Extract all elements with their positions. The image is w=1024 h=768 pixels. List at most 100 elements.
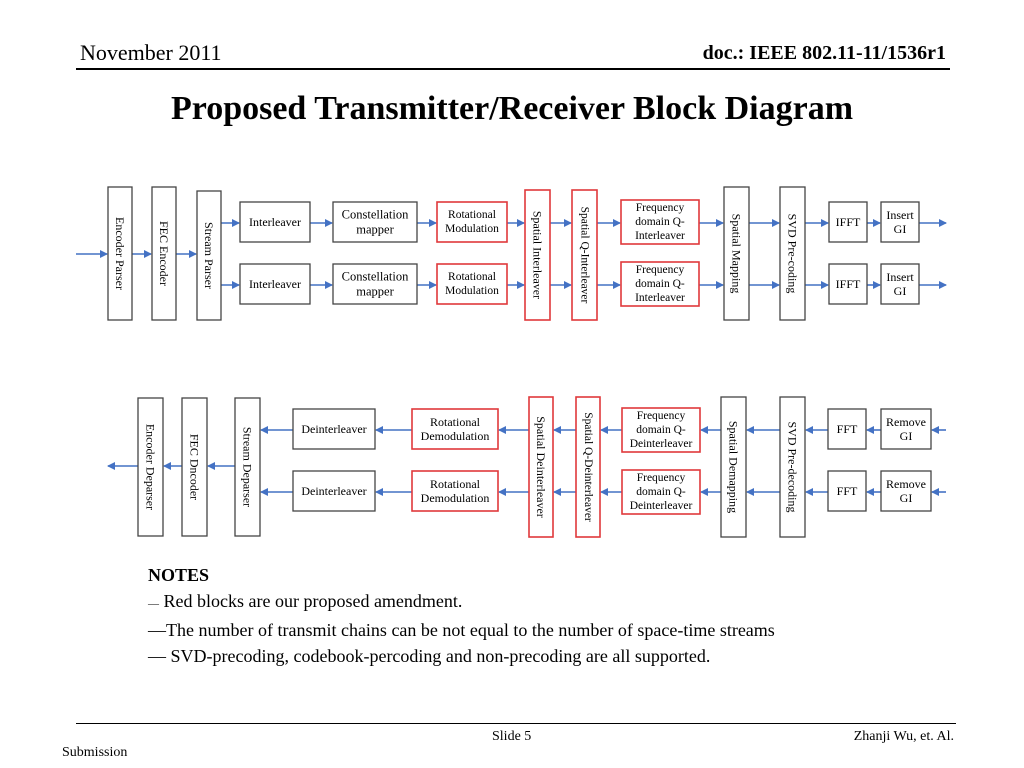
rx-svd-predecoding-box	[779, 396, 806, 538]
slide-title: Proposed Transmitter/Receiver Block Diag…	[170, 90, 854, 127]
tx-encoder-parser: Encoder Parser	[107, 186, 133, 321]
tx-stream-parser-label: Stream Parser	[202, 222, 216, 289]
rx-fft-2-box	[827, 470, 867, 512]
tx-insert-gi-1-label-line: Insert	[886, 208, 914, 222]
rx-spatial-deinterleaver-box	[528, 396, 554, 538]
tx-rotational-modulation-1-label-line: Modulation	[445, 223, 499, 235]
rx-rotational-demodulation-2-label-line: Demodulation	[421, 491, 490, 505]
tx-interleaver-1-box	[239, 201, 311, 243]
tx-interleaver-1-label-line: Interleaver	[249, 215, 301, 229]
tx-constellation-mapper-2-label-line: Constellation	[342, 270, 409, 284]
tx-insert-gi-1-box	[880, 201, 920, 243]
rx-remove-gi-2-label-line: Remove	[886, 477, 926, 491]
tx-spatial-q-interleaver-box	[571, 189, 598, 321]
tx-spatial-q-interleaver: Spatial Q-Interleaver	[571, 189, 598, 321]
rx-fft-2: FFT	[827, 470, 867, 512]
tx-ifft-2-label-line: IFFT	[836, 277, 861, 291]
footer-rule	[76, 723, 956, 724]
tx-ifft-2: IFFT	[828, 263, 868, 305]
footer-slide-number: Slide 5	[492, 729, 532, 744]
tx-ifft-1-label-line: IFFT	[836, 215, 861, 229]
tx-frequency-q-interleaver-1-label-line: domain Q-	[635, 216, 685, 228]
notes-line-3: — SVD-precoding, codebook-percoding and …	[148, 646, 711, 666]
tx-interleaver-1: Interleaver	[239, 201, 311, 243]
tx-frequency-q-interleaver-2-label-line: domain Q-	[635, 278, 685, 290]
tx-rotational-modulation-1-box	[436, 201, 508, 243]
footer-author: Zhanji Wu, et. Al.	[853, 729, 954, 744]
rx-deinterleaver-2-box	[292, 470, 376, 512]
rx-spatial-demapping-box	[720, 396, 747, 538]
tx-insert-gi-2-label-line: Insert	[886, 270, 914, 284]
tx-rotational-modulation-1-label-line: Rotational	[448, 209, 496, 221]
rx-svd-predecoding-label: SVD Pre-decoding	[786, 422, 800, 513]
rx-remove-gi-1-label-line: GI	[900, 429, 913, 443]
tx-ifft-1-box	[828, 201, 868, 243]
tx-interleaver-2: Interleaver	[239, 263, 311, 305]
notes-line-1: — Red blocks are our proposed amendment.	[148, 588, 908, 617]
rx-deinterleaver-1-box	[292, 408, 376, 450]
header-date: November 2011	[80, 40, 222, 65]
tx-rotational-modulation-2-box	[436, 263, 508, 305]
notes-dash: —	[148, 598, 159, 610]
tx-spatial-mapping-box	[723, 186, 750, 321]
rx-rotational-demodulation-1-label-line: Rotational	[430, 415, 481, 429]
tx-fec-encoder-label: FEC Encoder	[157, 221, 171, 286]
tx-spatial-interleaver-label: Spatial Interleaver	[531, 211, 545, 299]
tx-insert-gi-2-label-line: GI	[894, 284, 907, 298]
rx-rotational-demodulation-1-label-line: Demodulation	[421, 429, 490, 443]
tx-spatial-q-interleaver-label: Spatial Q-Interleaver	[579, 207, 591, 304]
tx-svd-precoding-label: SVD Pre-coding	[786, 214, 800, 294]
rx-remove-gi-2-label-line: GI	[900, 491, 913, 505]
rx-fft-1-box	[827, 408, 867, 450]
tx-constellation-mapper-1-label-line: Constellation	[342, 208, 409, 222]
signal-arrows	[76, 219, 947, 496]
rx-fft-1-label-line: FFT	[837, 422, 858, 436]
rx-remove-gi-1-box	[880, 408, 932, 450]
rx-frequency-q-deinterleaver-1-label-line: Deinterleaver	[630, 438, 693, 450]
tx-stream-parser: Stream Parser	[196, 190, 222, 321]
rx-encoder-deparser-box	[137, 397, 164, 537]
rx-stream-deparser-label: Stream Deparser	[241, 427, 255, 507]
rx-spatial-q-deinterleaver-box	[575, 396, 601, 538]
tx-frequency-q-interleaver-2-label-line: Interleaver	[635, 292, 685, 304]
rx-fft-2-label-line: FFT	[837, 484, 858, 498]
rx-svd-predecoding: SVD Pre-decoding	[779, 396, 806, 538]
rx-frequency-q-deinterleaver-1-label-line: Frequency	[637, 410, 686, 422]
header-rule	[76, 68, 950, 70]
rx-frequency-q-deinterleaver-1-box	[621, 407, 701, 453]
notes-section: NOTES — Red blocks are our proposed amen…	[148, 562, 908, 669]
rx-fft-1: FFT	[827, 408, 867, 450]
rx-frequency-q-deinterleaver-2-label-line: Frequency	[637, 472, 686, 484]
rx-rotational-demodulation-2-label-line: Rotational	[430, 477, 481, 491]
tx-insert-gi-2-box	[880, 263, 920, 305]
rx-spatial-q-deinterleaver-label: Spatial Q-Deinterleaver	[582, 412, 594, 522]
tx-interleaver-2-label-line: Interleaver	[249, 277, 301, 291]
tx-fec-encoder-box	[151, 186, 177, 321]
tx-spatial-mapping: Spatial Mapping	[723, 186, 750, 321]
rx-spatial-deinterleaver: Spatial Deinterleaver	[528, 396, 554, 538]
tx-interleaver-2-box	[239, 263, 311, 305]
tx-frequency-q-interleaver-1-box	[620, 199, 700, 245]
notes-line-2: —The number of transmit chains can be no…	[148, 620, 775, 640]
tx-constellation-mapper-1-box	[332, 201, 418, 243]
tx-encoder-parser-label: Encoder Parser	[113, 217, 127, 290]
rx-stream-deparser-box	[234, 397, 261, 537]
footer-submission: Submission	[62, 745, 128, 760]
tx-frequency-q-interleaver-2-box	[620, 261, 700, 307]
rx-deinterleaver-1: Deinterleaver	[292, 408, 376, 450]
tx-ifft-2-box	[828, 263, 868, 305]
rx-deinterleaver-1-label-line: Deinterleaver	[301, 422, 366, 436]
tx-encoder-parser-box	[107, 186, 133, 321]
tx-svd-precoding: SVD Pre-coding	[779, 186, 806, 321]
tx-ifft-1: IFFT	[828, 201, 868, 243]
